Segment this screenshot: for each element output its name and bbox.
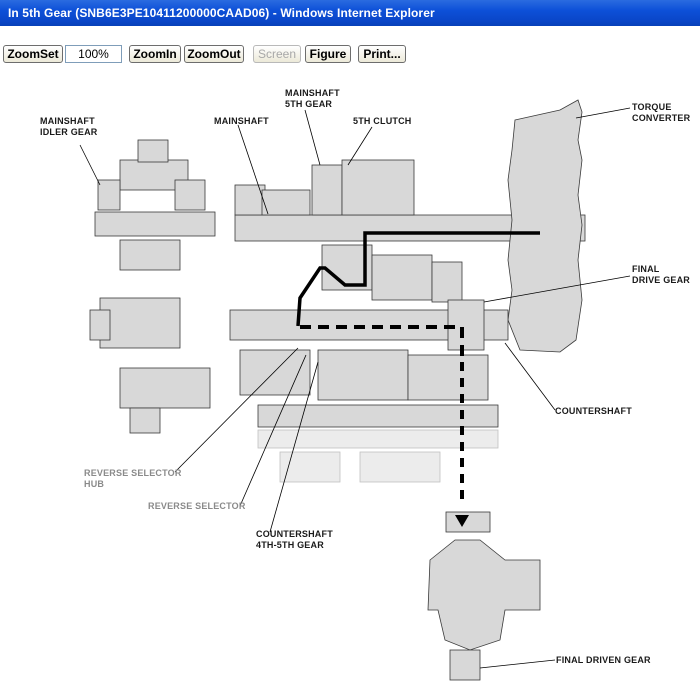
differential-body [427, 539, 541, 651]
power-flow-path [296, 231, 540, 327]
cs-lower-clutch [317, 349, 409, 401]
label-final-driven: FINAL DRIVEN GEAR [556, 655, 651, 665]
cs-lower-gear [239, 349, 311, 396]
torque-converter [507, 99, 583, 353]
label-mainshaft-5th-1: MAINSHAFT [285, 88, 340, 98]
idler-gear-left [97, 179, 121, 211]
label-reverse-selector: REVERSE SELECTOR [148, 501, 246, 511]
label-reverse-hub-2: HUB [84, 479, 104, 489]
label-final-drive-1: FINAL [632, 264, 660, 274]
print-button[interactable]: Print... [358, 45, 406, 63]
mainshaft-5th-gear [311, 164, 343, 216]
label-torque-2: CONVERTER [632, 113, 691, 123]
idler-lower-flange [89, 309, 111, 341]
mainshaft-5th-clutch [341, 159, 415, 216]
mainshaft-left-end [234, 184, 266, 216]
middle-clutch [371, 254, 433, 301]
mainshaft-hub [261, 189, 311, 216]
label-mainshaft-idler-1: MAINSHAFT [40, 116, 95, 126]
cs-bottom-plate [257, 404, 499, 428]
label-mainshaft: MAINSHAFT [214, 116, 269, 126]
middle-right-gear [431, 261, 463, 303]
transmission-diagram: MAINSHAFT IDLER GEAR MAINSHAFT MAINSHAFT… [40, 88, 691, 681]
idler-gear-right [174, 179, 206, 211]
final-driven-gear [449, 649, 481, 681]
idler-lower-gear [119, 367, 211, 409]
label-countershaft: COUNTERSHAFT [555, 406, 632, 416]
zoomout-button[interactable]: ZoomOut [184, 45, 244, 63]
label-torque-1: TORQUE [632, 102, 672, 112]
label-cs45-1: COUNTERSHAFT [256, 529, 333, 539]
label-reverse-hub-1: REVERSE SELECTOR [84, 468, 182, 478]
cs-lower-right [407, 354, 489, 401]
idler-shaft-upper [94, 211, 216, 237]
label-cs45-2: 4TH-5TH GEAR [256, 540, 324, 550]
window-title: In 5th Gear (SNB6E3PE10411200000CAAD06) … [0, 0, 700, 26]
zoom-level-field[interactable]: 100% [65, 45, 122, 63]
idler-gear-top-hub [137, 139, 169, 163]
toolbar: ZoomSet 100% ZoomIn ZoomOut Screen Figur… [0, 26, 700, 74]
label-final-drive-2: DRIVE GEAR [632, 275, 690, 285]
label-mainshaft-5th-2: 5TH GEAR [285, 99, 332, 109]
zoomin-button[interactable]: ZoomIn [129, 45, 181, 63]
zoomset-button[interactable]: ZoomSet [3, 45, 63, 63]
idler-lower-hub [119, 239, 181, 271]
figure-button[interactable]: Figure [305, 45, 351, 63]
screen-button[interactable]: Screen [253, 45, 301, 63]
label-5th-clutch: 5TH CLUTCH [353, 116, 412, 126]
label-mainshaft-idler-2: IDLER GEAR [40, 127, 98, 137]
idler-lower-body [99, 297, 181, 349]
idler-lower-cap [129, 407, 161, 434]
